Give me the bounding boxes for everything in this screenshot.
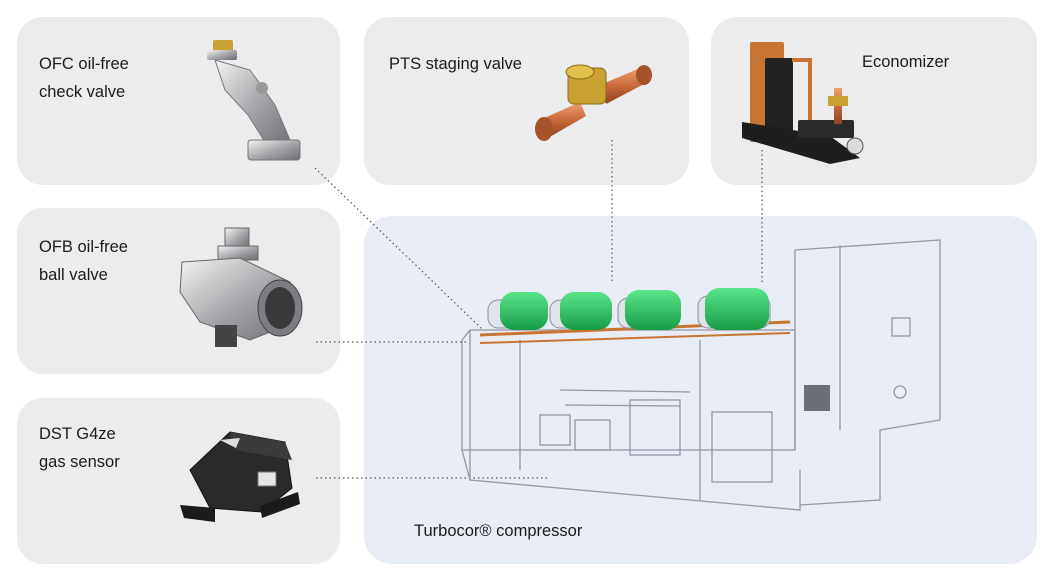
ofc-label-line2: check valve	[39, 83, 126, 101]
ofb-ball-valve-image	[179, 227, 303, 347]
dst-label: DST G4ze gas sensor	[39, 420, 120, 476]
compressor-2	[549, 292, 612, 330]
compressor-label: Turbocor® compressor	[414, 522, 583, 540]
economizer-label: Economizer	[862, 48, 949, 76]
economizer-image	[742, 42, 864, 164]
economizer-label-line1: Economizer	[862, 53, 950, 71]
connector-lines	[314, 140, 763, 479]
compressor-rack-image	[461, 239, 941, 511]
compressor-1	[487, 292, 548, 330]
dst-label-line2: gas sensor	[39, 453, 120, 471]
compressor-3	[617, 290, 681, 330]
card-pts-staging-valve	[364, 17, 689, 185]
ofb-label: OFB oil-free ball valve	[39, 233, 128, 289]
ofc-check-valve-image	[207, 40, 301, 161]
dst-gas-sensor-image	[180, 431, 300, 522]
compressor-4	[697, 288, 771, 330]
pts-staging-valve-image	[535, 64, 652, 141]
pts-label: PTS staging valve	[389, 50, 522, 78]
ofc-label: OFC oil-free check valve	[39, 50, 129, 106]
ofc-label-line1: OFC oil-free	[39, 55, 129, 73]
ofb-label-line1: OFB oil-free	[39, 238, 128, 256]
connector-ofc	[314, 167, 484, 331]
dst-label-line1: DST G4ze	[39, 425, 116, 443]
ofb-label-line2: ball valve	[39, 266, 108, 284]
turbocor-compressors	[487, 288, 771, 330]
pts-label-line1: PTS staging valve	[389, 55, 522, 73]
